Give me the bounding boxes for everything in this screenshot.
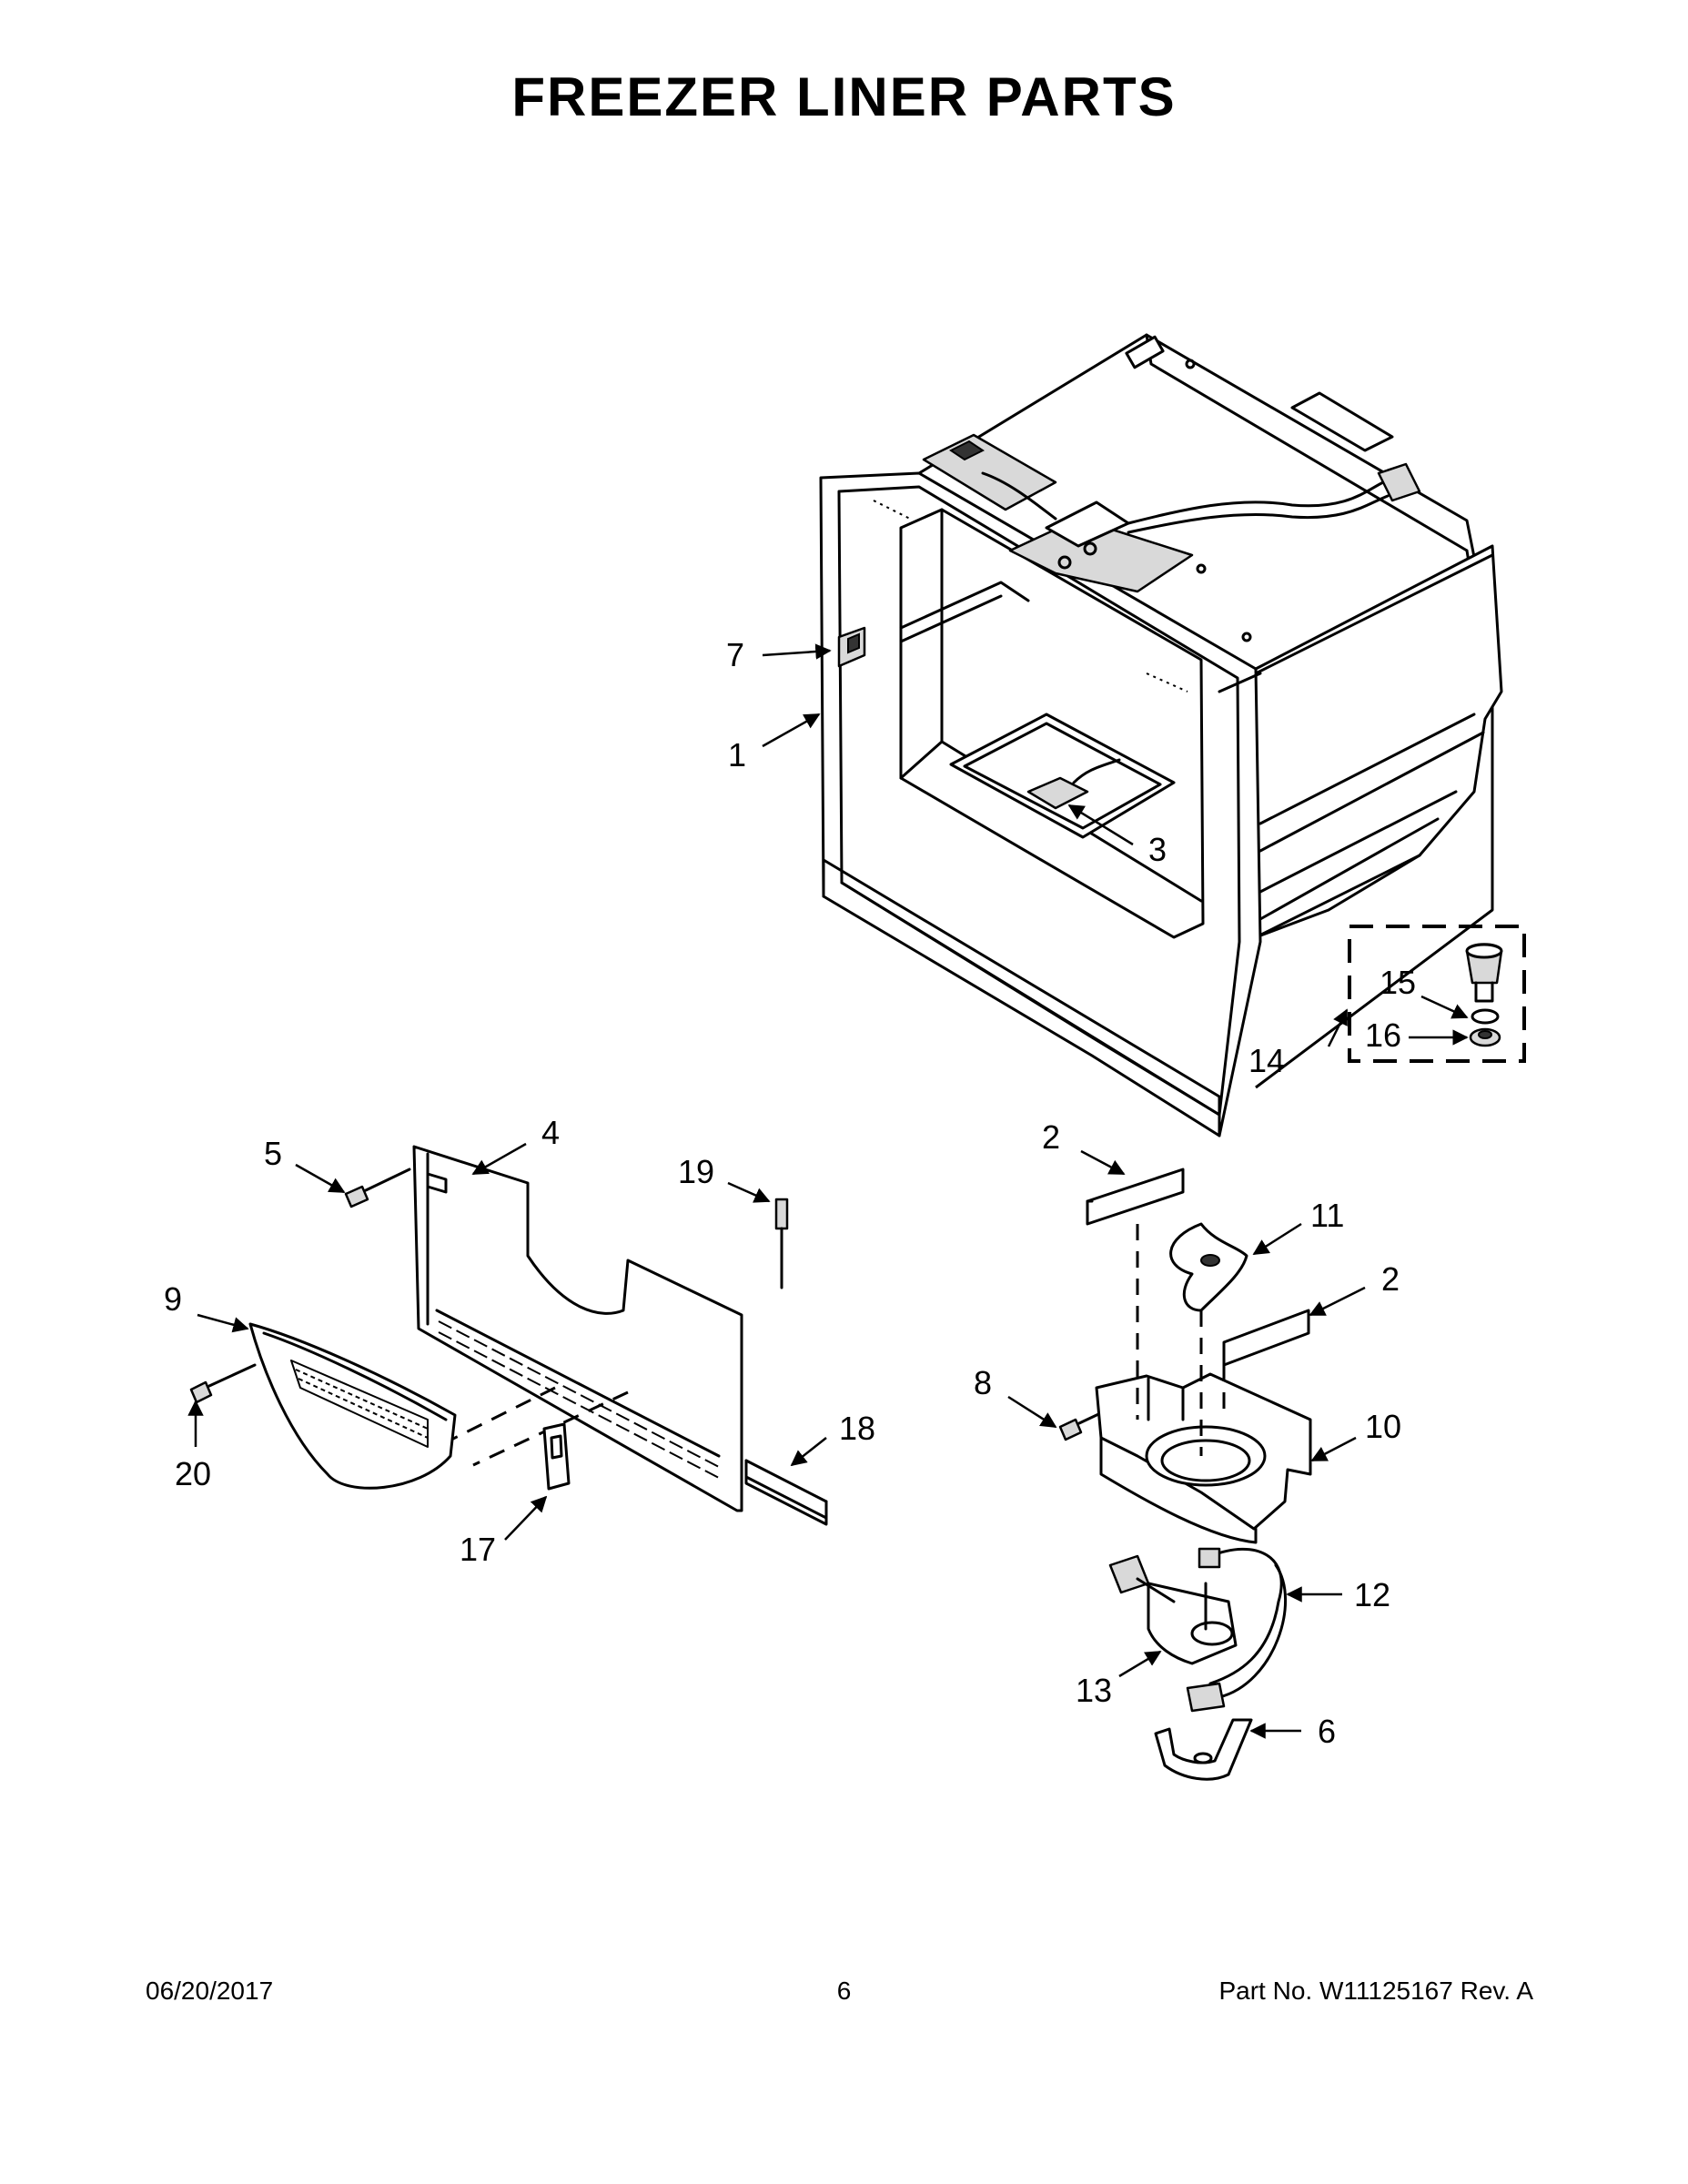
callout-9: 9: [164, 1280, 182, 1318]
footer-page-number: 6: [836, 1977, 852, 2005]
callout-3: 3: [1148, 831, 1167, 868]
footer-part-number: Part No. W11125167 Rev. A: [1218, 1977, 1533, 2005]
callout-labels: 7 1 3 15 14 16 5 4 19 9 20 17 18 2 11 2 …: [164, 636, 1416, 1750]
callout-18: 18: [839, 1410, 875, 1447]
sensor-part-3: [1026, 758, 1121, 810]
callout-8: 8: [974, 1364, 992, 1401]
fan-housing-part-10: [1095, 1372, 1312, 1544]
callout-2-upper: 2: [1042, 1118, 1060, 1156]
callout-19: 19: [678, 1153, 714, 1190]
callout-7: 7: [726, 636, 744, 673]
callout-4: 4: [541, 1114, 560, 1151]
gasket-part-2-lower: [1222, 1309, 1310, 1367]
callout-arrows: [187, 643, 1469, 1739]
callout-6: 6: [1318, 1713, 1336, 1750]
grille-part-9: [248, 1322, 457, 1490]
callout-17: 17: [460, 1531, 496, 1568]
fan-blade-part-11: [1169, 1222, 1248, 1312]
gasket-part-2-upper: [1086, 1168, 1185, 1226]
freezer-liner: [819, 333, 1503, 1138]
callout-11: 11: [1310, 1197, 1344, 1234]
motor-part-13: [1108, 1547, 1283, 1685]
callout-14: 14: [1248, 1042, 1285, 1079]
page-title: FREEZER LINER PARTS: [511, 66, 1177, 127]
callout-5: 5: [264, 1135, 282, 1172]
strip-part-18: [744, 1459, 828, 1526]
callout-16: 16: [1365, 1016, 1401, 1054]
callout-12: 12: [1354, 1576, 1390, 1613]
bracket-part-6: [1154, 1682, 1253, 1781]
footer-date: 06/20/2017: [146, 1977, 274, 2005]
callout-2-lower: 2: [1381, 1260, 1400, 1298]
screw-part-5: [344, 1168, 411, 1208]
wire-harness-part-12: [1218, 1563, 1288, 1699]
callout-20: 20: [175, 1455, 211, 1492]
kit-box-14: [1348, 925, 1526, 1063]
callout-15: 15: [1380, 964, 1416, 1001]
switch-part-7: [837, 626, 866, 668]
probe-part-19: [774, 1198, 789, 1289]
callout-10: 10: [1365, 1408, 1401, 1445]
screw-part-20: [189, 1363, 257, 1404]
callout-1: 1: [728, 736, 746, 774]
clip-part-17: [542, 1422, 571, 1491]
callout-13: 13: [1076, 1672, 1112, 1709]
rear-panel-4: [412, 1145, 743, 1512]
